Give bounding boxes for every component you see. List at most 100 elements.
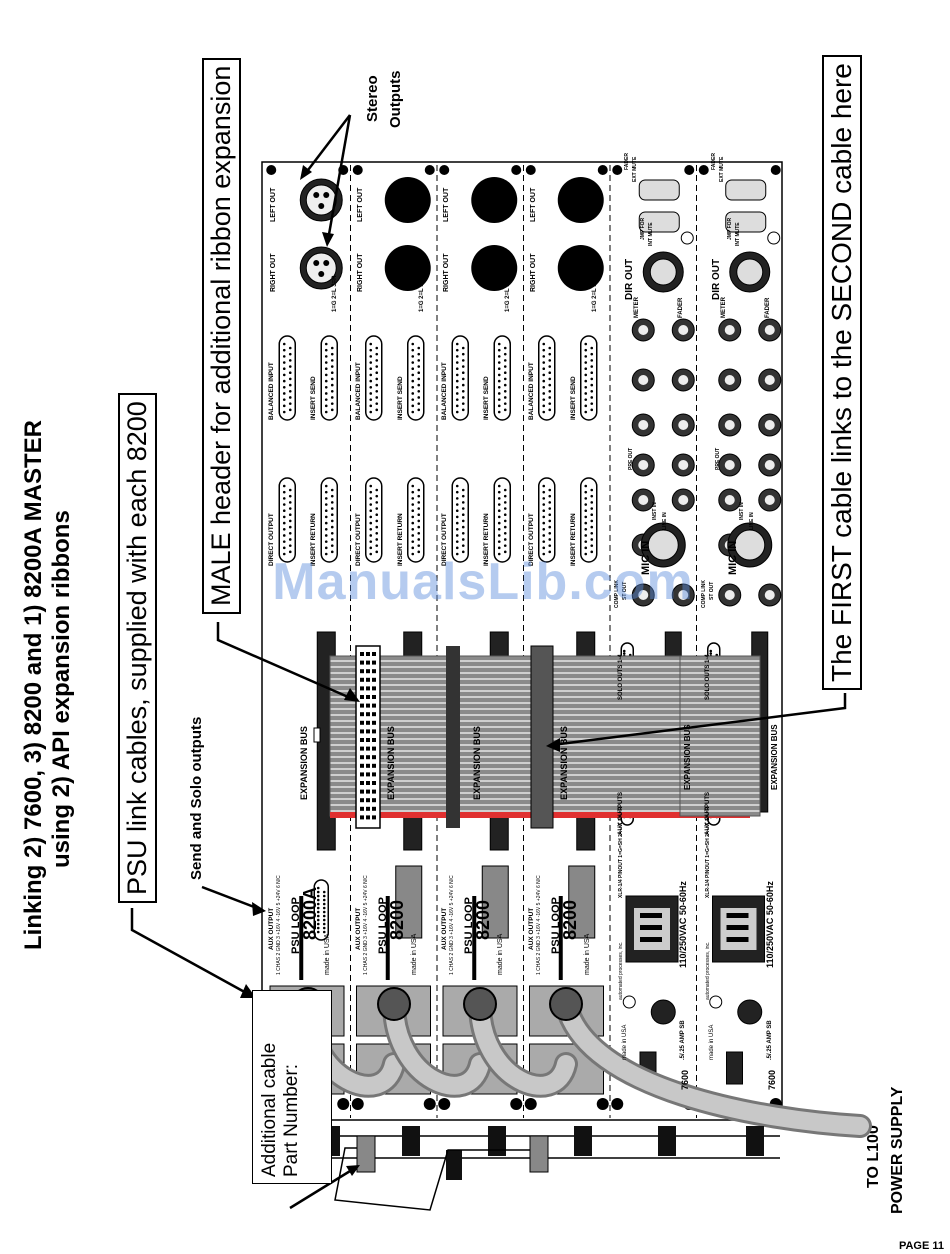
fader-label-2: FADER — [764, 297, 771, 318]
male-header-pin — [360, 712, 364, 717]
header-key — [313, 727, 321, 743]
mic-in-xlr-face — [647, 529, 679, 561]
psu-pins-label: 1 CHAS 2 GND 3 +16V 4 -16V 5 +24V 6 N/C — [276, 875, 282, 975]
insert-send-connector-pin — [497, 392, 501, 395]
psu-link-cable-core — [557, 995, 869, 1135]
male-header-pin — [372, 798, 376, 803]
balanced-input-connector-pin — [461, 402, 465, 405]
insert-return-connector-pin — [330, 488, 334, 492]
mount-screw — [770, 165, 781, 175]
insert-send-connector-pin — [584, 361, 588, 364]
direct-output-connector-pin — [282, 546, 286, 550]
insert-send-connector-pin — [330, 377, 334, 381]
trs-jack-hole — [764, 420, 775, 430]
balanced-input-connector-pin — [282, 342, 286, 346]
jmp-for-label: JMP FOR — [726, 217, 733, 240]
direct-output-connector-pin — [542, 552, 546, 556]
expansion-bus-label: EXPANSION BUS — [558, 726, 569, 800]
direct-output-connector-pin — [461, 501, 465, 504]
fuse-holder — [650, 999, 676, 1025]
mains-label: 110/250VAC 50-60Hz — [764, 881, 775, 968]
arrow-send-solo — [201, 885, 263, 912]
direct-output-connector-pin — [461, 519, 465, 523]
direct-output-connector-pin — [282, 552, 286, 556]
balanced-input-connector-pin — [455, 348, 459, 352]
balanced-input-connector-pin — [282, 410, 286, 414]
balanced-input-connector — [451, 335, 469, 421]
direct-output-connector-pin — [455, 527, 459, 531]
fader-label: FADER — [710, 153, 717, 170]
psu-cable-plug — [549, 987, 583, 1021]
balanced-input-connector-pin — [455, 355, 459, 358]
mount-screw — [510, 1098, 523, 1110]
insert-return-connector-pin — [324, 497, 328, 500]
insert-return-connector-pin — [584, 484, 588, 488]
mount-screw — [611, 1098, 624, 1110]
insert-send-connector-pin — [417, 383, 421, 387]
balanced-input-connector — [538, 335, 556, 421]
extra-cable-plug-2 — [529, 1135, 549, 1173]
male-header-pin — [366, 781, 370, 785]
xlr-hole — [384, 177, 431, 223]
arrow-stereo-left — [304, 114, 351, 175]
balanced-input-connector-pin — [282, 348, 286, 352]
xlr-pinout-label: XLR-1/4 PINOUT 1=G=SH 2=+=T 3=-=R — [704, 806, 711, 898]
balanced-input-connector-pin — [375, 408, 379, 412]
balanced-input-connector-pin — [375, 389, 379, 393]
insert-return-connector-pin — [411, 552, 415, 556]
insert-return-connector — [580, 477, 598, 563]
dir-out-label: DIR OUT — [710, 258, 722, 300]
insert-return-connector-pin — [417, 544, 421, 547]
insert-return-connector-pin — [324, 534, 328, 537]
direct-output-connector-pin — [542, 484, 546, 488]
expansion-bus-label: EXPANSION BUS — [769, 724, 779, 790]
insert-send-connector-pin — [330, 359, 334, 362]
aux-output-connector-pin — [316, 930, 320, 934]
dir-out-xlr-face — [649, 258, 677, 286]
insert-return-connector-pin — [584, 509, 588, 513]
male-header-pin — [366, 686, 370, 691]
direct-output-connector-pin — [288, 513, 292, 517]
insert-send-connector-pin — [503, 346, 507, 350]
insert-send-connector-pin — [417, 371, 421, 375]
insert-send-connector-pin — [584, 342, 588, 346]
insert-return-connector-pin — [584, 497, 588, 500]
direct-output-connector-pin — [461, 550, 465, 554]
xlr-hole — [471, 245, 518, 291]
insert-return-connector-pin — [497, 515, 501, 519]
psu-loop-bar — [558, 896, 563, 980]
insert-return-connector-pin — [497, 540, 501, 543]
arrow-cable-part — [289, 1166, 356, 1210]
male-header-pin — [372, 763, 376, 768]
expansion-bus-label: EXPANSION BUS — [472, 726, 483, 800]
int-mute-label: INT MUTE — [648, 222, 654, 246]
insert-send-connector-pin — [417, 352, 421, 356]
ground-symbol — [767, 231, 781, 245]
male-header-pin — [372, 712, 376, 717]
xlr-out-face — [305, 184, 337, 216]
meter-label: METER — [720, 297, 727, 318]
arrowhead-stereo-right — [322, 232, 334, 247]
model-label: 7600 — [680, 1069, 690, 1090]
iec-pin — [726, 913, 749, 918]
insert-return-connector-pin — [411, 484, 415, 488]
insert-return-connector-pin — [411, 503, 415, 506]
trs-jack-hole — [764, 460, 775, 470]
balanced-input-connector-pin — [282, 373, 286, 377]
balanced-input-connector-pin — [282, 404, 286, 408]
direct-output-connector-pin — [542, 534, 546, 537]
solo-out-connector-pin — [622, 649, 626, 653]
mic-in-label: MIC IN — [726, 540, 739, 575]
insert-return-connector-pin — [503, 519, 507, 523]
trs-jack-hole — [638, 460, 649, 470]
insert-return-connector-pin — [324, 490, 328, 494]
direct-output-connector-pin — [282, 497, 286, 500]
direct-output-connector-pin — [548, 513, 552, 517]
insert-send-connector-pin — [584, 355, 588, 358]
balanced-input-connector-pin — [282, 398, 286, 401]
balanced-input-connector-pin — [455, 385, 459, 389]
insert-return-connector-pin — [503, 513, 507, 517]
direct-output-connector-pin — [282, 509, 286, 513]
balanced-input-connector-pin — [288, 365, 292, 368]
xlr-pin — [313, 260, 320, 266]
